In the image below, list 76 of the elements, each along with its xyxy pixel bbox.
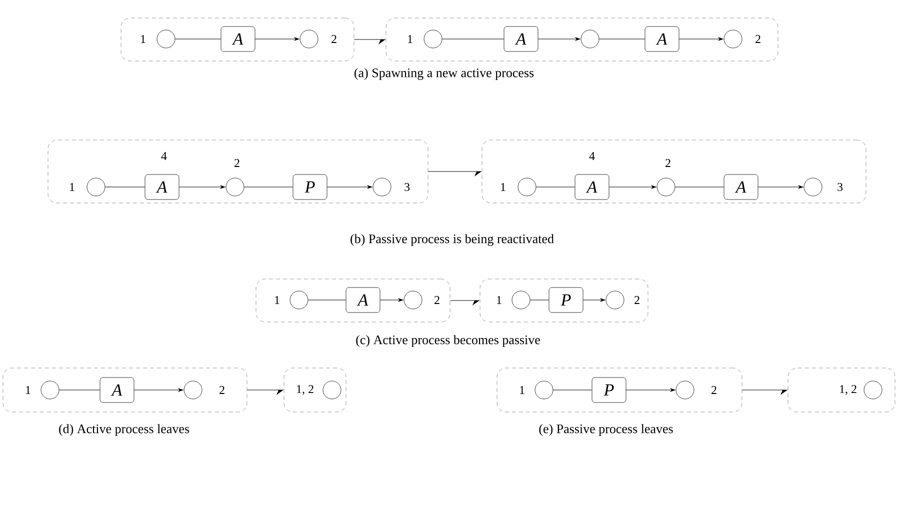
process-box: A — [644, 26, 680, 52]
process-box: A — [220, 26, 256, 52]
vertex-circle — [580, 30, 600, 48]
process-box: A — [144, 174, 180, 200]
vertex-circle — [226, 178, 244, 196]
connector-line — [674, 186, 724, 188]
vertex-label: 1, 2 — [297, 385, 314, 395]
vertex-circle — [184, 380, 202, 400]
vertex-label: 1 — [70, 183, 74, 191]
process-box: P — [548, 287, 584, 313]
vertex-circle — [300, 30, 318, 48]
vertex-label: 1 — [141, 35, 146, 43]
vertex-label: 1 — [275, 296, 280, 304]
vertex-label: 2 — [434, 296, 440, 304]
vertex-label: 1 — [408, 35, 412, 43]
vertex-circle — [606, 290, 624, 310]
vertex-label: 2 — [234, 159, 240, 167]
vertex-circle — [656, 178, 676, 196]
vertex-label: 2 — [634, 296, 640, 304]
connector-line — [244, 186, 294, 188]
vertex-circle — [424, 30, 442, 48]
vertex-circle — [86, 178, 106, 196]
vertex-label: 3 — [838, 182, 843, 192]
vertex-label: 1 — [26, 386, 30, 394]
vertex-circle — [804, 178, 822, 196]
graph-frame — [256, 278, 450, 322]
graph-frame — [482, 140, 866, 204]
vertex-label: 2 — [756, 35, 760, 43]
graph-frame — [2, 368, 248, 412]
process-box: A — [574, 174, 610, 200]
caption: (c) Active process becomes passive — [356, 335, 540, 347]
vertex-label: 1 — [501, 183, 506, 191]
process-box: A — [346, 287, 380, 313]
graph-frame — [284, 368, 346, 412]
vertex-label: 2 — [332, 35, 336, 43]
graph-frame — [480, 278, 648, 322]
vertex-circle — [372, 178, 392, 196]
connector-line — [598, 38, 646, 40]
caption: (d) Active process leaves — [59, 424, 190, 436]
process-box: P — [292, 174, 328, 200]
vertex-circle — [864, 380, 882, 400]
vertex-label: 2 — [666, 159, 670, 167]
connector-line — [104, 186, 146, 188]
vertex-circle — [322, 380, 342, 400]
graph-frame — [496, 368, 742, 412]
connector-line — [536, 186, 576, 188]
vertex-circle — [156, 30, 176, 48]
caption: (b) Passive process is being reactivated — [350, 234, 554, 246]
vertex-circle — [40, 380, 60, 400]
graph-frame — [120, 18, 354, 62]
vertex-circle — [534, 380, 554, 400]
connector-line — [174, 38, 222, 40]
vertex-circle — [290, 290, 308, 310]
vertex-circle — [404, 290, 422, 310]
graph-frame — [788, 368, 896, 412]
vertex-label: 4 — [589, 152, 595, 160]
vertex-label: 1 — [520, 386, 524, 394]
vertex-circle — [518, 178, 536, 196]
caption: (a) Spawning a new active process — [354, 68, 534, 80]
vertex-label: 4 — [161, 152, 167, 160]
process-box: P — [592, 377, 626, 403]
process-box: A — [100, 377, 134, 403]
vertex-label: 2 — [220, 386, 224, 394]
vertex-label: 3 — [404, 182, 410, 192]
vertex-circle — [724, 30, 742, 48]
vertex-label: 1 — [497, 296, 502, 304]
vertex-circle — [676, 380, 694, 400]
graph-frame — [386, 18, 778, 62]
process-box: A — [724, 174, 758, 200]
vertex-circle — [512, 290, 530, 310]
caption: (e) Passive process leaves — [539, 424, 673, 436]
vertex-label: 1, 2 — [840, 385, 856, 395]
connector-line — [442, 38, 504, 40]
graph-frame — [48, 140, 428, 204]
vertex-label: 2 — [712, 386, 716, 394]
process-box: A — [504, 26, 538, 52]
